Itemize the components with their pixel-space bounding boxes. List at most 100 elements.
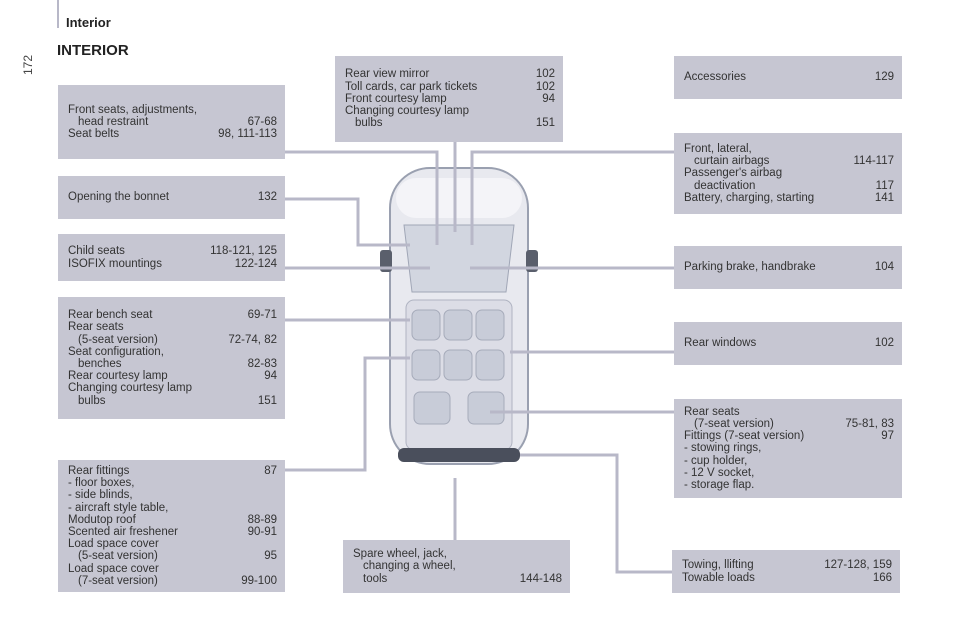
entry-label: Rear courtesy lamp: [68, 370, 168, 383]
entry-label: deactivation: [694, 179, 756, 192]
entry-page-ref[interactable]: 114-117: [853, 155, 895, 168]
entry-label: Rear seats: [68, 321, 124, 334]
entry-row: (7-seat version) 99-100: [68, 575, 277, 587]
entry-page-ref[interactable]: 102: [535, 68, 555, 81]
entry-label: Scented air freshener: [68, 526, 178, 538]
entry-page-ref[interactable]: 127-128, 159: [824, 559, 892, 572]
entry-page-ref[interactable]: 144-148: [519, 572, 562, 585]
entry-row: Rear bench seat 69-71: [68, 309, 277, 321]
entry-label: (7-seat version): [78, 574, 158, 587]
entry-label: Towing, llifting: [682, 559, 754, 572]
entry-row: Fittings (7-seat version)97: [684, 430, 894, 442]
entry-row: Seat configuration,: [68, 346, 277, 358]
box-bonnet: Opening the bonnet 132: [58, 176, 285, 219]
entry-label: Towable loads: [682, 571, 755, 584]
entry-row: - 12 V socket,: [684, 467, 894, 479]
entry-page-ref[interactable]: 102: [874, 337, 894, 350]
entry-label: Rear windows: [684, 337, 757, 350]
entry-row: Scented air freshener 90-91: [68, 526, 277, 538]
entry-row: Changing courtesy lamp: [345, 105, 555, 117]
entry-row: - aircraft style table,: [68, 502, 277, 514]
entry-row: Front, lateral,: [684, 143, 894, 155]
entry-page-ref[interactable]: 94: [264, 370, 277, 383]
entry-label: bulbs: [78, 394, 106, 407]
entry-label: Front seats, adjustments,: [68, 103, 198, 116]
entry-page-ref[interactable]: 67-68: [247, 115, 277, 128]
connector-lines: [285, 142, 674, 574]
entry-label: Opening the bonnet: [68, 191, 170, 204]
entry-page-ref[interactable]: 151: [257, 394, 277, 407]
entry-label: - side blinds,: [68, 489, 133, 502]
box-spare-wheel: Spare wheel, jack,changing a wheel,tools…: [343, 540, 570, 593]
entry-page-ref[interactable]: 72-74, 82: [228, 333, 277, 346]
entry-row: - storage flap.: [684, 479, 894, 491]
entry-page-ref[interactable]: 98, 111-113: [218, 128, 277, 141]
entry-page-ref[interactable]: 87: [264, 464, 277, 477]
entry-label: (5-seat version): [78, 550, 158, 563]
entry-page-ref[interactable]: 132: [257, 191, 277, 204]
entry-row: - side blinds,: [68, 489, 277, 501]
entry-page-ref[interactable]: 95: [264, 550, 277, 563]
page-title: INTERIOR: [57, 42, 129, 59]
entry-row: Changing courtesy lamp: [68, 382, 277, 394]
entry-row: (5-seat version) 95: [68, 550, 277, 562]
entry-label: - 12 V socket,: [684, 466, 755, 479]
box-rear-windows: Rear windows 102: [674, 322, 902, 365]
entry-page-ref[interactable]: 151: [535, 117, 555, 130]
entry-page-ref[interactable]: 97: [881, 430, 894, 443]
box-accessories: Accessories 129: [674, 56, 902, 99]
entry-label: Passenger's airbag: [684, 167, 783, 180]
entry-page-ref[interactable]: 88-89: [247, 513, 277, 526]
entry-label: Spare wheel, jack,: [353, 548, 447, 561]
entry-label: Seat belts: [68, 128, 120, 141]
entry-label: changing a wheel,: [363, 560, 456, 573]
entry-page-ref[interactable]: 75-81, 83: [845, 417, 894, 430]
entry-page-ref[interactable]: 104: [874, 261, 894, 274]
section-title: Interior: [66, 15, 111, 30]
entry-label: Modutop roof: [68, 513, 136, 526]
entry-page-ref[interactable]: 129: [874, 71, 894, 84]
entry-label: Rear bench seat: [68, 309, 153, 322]
entry-page-ref[interactable]: 99-100: [241, 574, 277, 587]
entry-row: Modutop roof 88-89: [68, 514, 277, 526]
car-illustration: [380, 167, 538, 465]
entry-label: Load space cover: [68, 538, 159, 551]
entry-label: Front courtesy lamp: [345, 92, 447, 105]
entry-page-ref[interactable]: 141: [874, 191, 894, 204]
entry-label: Seat configuration,: [68, 345, 164, 358]
entry-page-ref[interactable]: 122-124: [234, 257, 277, 270]
entry-label: Changing courtesy lamp: [68, 382, 193, 395]
entry-page-ref[interactable]: 118-121, 125: [210, 245, 277, 258]
entry-row: Spare wheel, jack,: [353, 548, 562, 560]
entry-page-ref[interactable]: 94: [542, 92, 555, 105]
entry-label: Changing courtesy lamp: [345, 105, 470, 118]
entry-label: Accessories: [684, 71, 746, 84]
entry-page-ref[interactable]: 69-71: [247, 309, 277, 322]
entry-page-ref[interactable]: 102: [535, 80, 555, 93]
entry-page-ref[interactable]: 82-83: [247, 358, 277, 370]
entry-row: - floor boxes,: [68, 477, 277, 489]
entry-page-ref[interactable]: 117: [875, 179, 894, 192]
entry-page-ref[interactable]: 166: [872, 571, 892, 584]
entry-row: Front seats, adjustments,: [68, 104, 277, 116]
entry-page-ref[interactable]: 90-91: [247, 526, 277, 538]
entry-label: Front, lateral,: [684, 142, 752, 155]
entry-row: Front courtesy lamp 94: [345, 93, 555, 105]
entry-label: Load space cover: [68, 562, 159, 575]
entry-row: (5-seat version)72-74, 82: [68, 334, 277, 346]
